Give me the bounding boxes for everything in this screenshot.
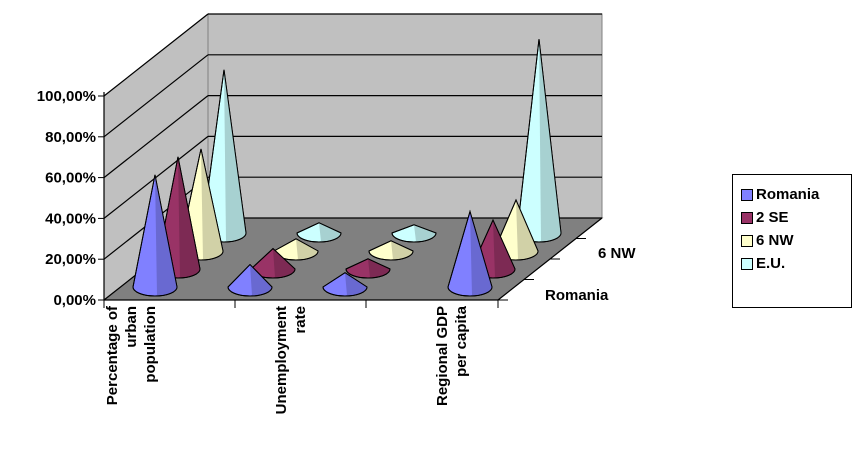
cone-romania	[322, 272, 368, 297]
cone-shade	[368, 258, 390, 278]
depth-label-6nw: 6 NW	[598, 245, 636, 262]
cone-shade	[414, 224, 436, 242]
cone-shade	[391, 240, 413, 260]
x-category-label-line: per capita	[453, 305, 470, 377]
y-tick-label: 100,00%	[37, 88, 96, 105]
legend-swatch	[741, 234, 753, 247]
cone-2-se	[345, 258, 391, 279]
gridline	[103, 54, 209, 138]
x-category-label-line: Unemployment	[273, 306, 290, 414]
y-axis: 0,00% 20,00% 40,00% 60,00% 80,00% 100,00%	[37, 88, 603, 309]
depth-axis-labels: Romania 6 NW	[545, 245, 636, 304]
cone-outline	[368, 240, 414, 261]
cone-shade	[516, 200, 538, 260]
legend-label: 2 SE	[756, 209, 789, 226]
cone-e-u-	[201, 69, 247, 243]
legend-label: 6 NW	[756, 232, 794, 249]
legend-item-2se: 2 SE	[741, 206, 851, 229]
legend-swatch	[741, 211, 753, 224]
x-category-label-line: rate	[292, 306, 309, 334]
y-tick-label: 0,00%	[53, 292, 96, 309]
y-tick-label: 80,00%	[45, 129, 96, 146]
x-category-label-line: population	[142, 306, 159, 383]
cone-romania	[447, 209, 493, 297]
cone-e-u-	[296, 222, 342, 243]
legend-swatch	[741, 257, 753, 270]
legend-label: E.U.	[756, 255, 786, 272]
gridline	[103, 95, 209, 179]
chart-marks	[132, 39, 562, 297]
gridline	[103, 13, 209, 97]
cone-romania	[227, 263, 273, 297]
cone-shade	[470, 211, 492, 296]
x-category-label-line: Regional GDP	[434, 306, 451, 406]
legend: Romania 2 SE 6 NW E.U.	[732, 174, 852, 308]
cone-outline	[322, 272, 368, 297]
cone-shade	[319, 222, 341, 242]
x-category-label-line: Percentage of	[104, 305, 121, 405]
cone-shade	[273, 248, 295, 278]
cone-6-nw	[493, 198, 539, 261]
depth-label-romania: Romania	[545, 287, 609, 304]
cone-outline	[227, 263, 273, 297]
cone-e-u-	[391, 224, 437, 243]
legend-label: Romania	[756, 186, 820, 203]
legend-swatch	[741, 188, 753, 201]
cone-shade	[296, 238, 318, 260]
cone-outline	[345, 258, 391, 279]
cone-shade	[345, 272, 367, 296]
legend-item-6nw: 6 NW	[741, 229, 851, 252]
cone-outline	[447, 209, 493, 297]
cone-outline	[132, 174, 178, 297]
legend-item-romania: Romania	[741, 183, 851, 206]
y-tick-label: 60,00%	[45, 170, 96, 187]
y-tick-label: 20,00%	[45, 251, 96, 268]
cone-shade	[493, 220, 515, 278]
cone-shade	[250, 264, 272, 296]
cone-outline	[391, 224, 437, 243]
cone-romania	[132, 174, 178, 297]
y-tick-label: 40,00%	[45, 210, 96, 227]
cone-6-nw	[368, 240, 414, 261]
cone-outline	[296, 222, 342, 243]
x-category-label-line: urban	[123, 306, 140, 348]
legend-item-eu: E.U.	[741, 252, 851, 275]
